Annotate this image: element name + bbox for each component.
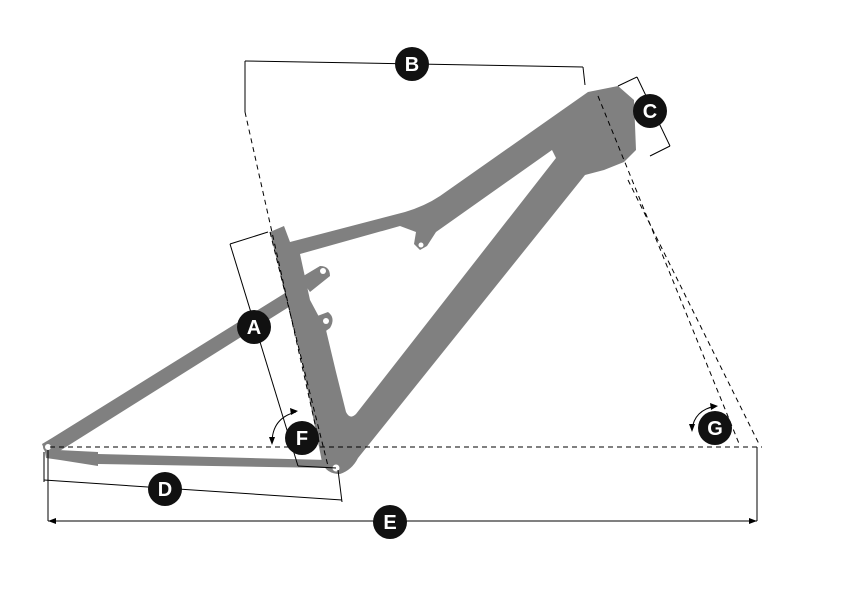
- chain-stay: [44, 446, 98, 466]
- badge-g: G: [698, 411, 732, 445]
- shock-hole-upper: [320, 268, 326, 274]
- dim-a-top-tick: [229, 231, 269, 245]
- dim-d-line: [43, 479, 343, 501]
- dim-g-arrow-top: [710, 403, 718, 410]
- shock-hole-lower: [323, 318, 329, 324]
- badge-e: E: [373, 505, 407, 539]
- chain-stay-rear: [98, 454, 330, 468]
- seat-stay: [42, 290, 300, 454]
- pivot-hole: [418, 242, 424, 248]
- dash-fork-2: [627, 179, 761, 447]
- badge-b: B: [395, 47, 429, 81]
- dim-a-line: [229, 243, 299, 467]
- badge-g-label: G: [707, 418, 723, 440]
- badge-c-label: C: [643, 101, 657, 123]
- badge-d: D: [148, 472, 182, 506]
- badge-d-label: D: [158, 479, 172, 501]
- dim-e-left-arrow: [48, 518, 56, 524]
- badge-c: C: [633, 94, 667, 128]
- dim-e-right-arrow: [749, 518, 757, 524]
- badge-c-circle: [633, 94, 667, 128]
- dimension-lines: [43, 60, 762, 524]
- dim-c-top-tick: [617, 76, 638, 87]
- dim-d-right-tick: [337, 469, 343, 503]
- badge-b-label: B: [405, 54, 419, 76]
- badge-a: A: [237, 310, 271, 344]
- dash-b-down: [244, 111, 321, 447]
- badge-a-label: A: [247, 317, 261, 339]
- badge-b-circle: [395, 47, 429, 81]
- badge-f-circle: [285, 421, 319, 455]
- dim-f-arrow-top: [290, 408, 298, 415]
- dim-f-arrow: [269, 437, 275, 445]
- dash-seat-tube: [269, 231, 329, 467]
- badge-a-circle: [237, 310, 271, 344]
- front-triangle: [270, 86, 636, 474]
- badge-f-label: F: [296, 428, 308, 450]
- dim-g-arrow: [689, 424, 695, 432]
- badge-f: F: [285, 421, 319, 455]
- bike-frame: [42, 86, 636, 474]
- badge-d-circle: [148, 472, 182, 506]
- badge-e-circle: [373, 505, 407, 539]
- dash-fork-1: [597, 95, 741, 447]
- dim-b-right-tick: [582, 66, 586, 86]
- badge-e-label: E: [383, 512, 396, 534]
- dim-c-bottom-tick: [649, 145, 671, 157]
- badge-g-circle: [698, 411, 732, 445]
- dim-a-bottom-tick: [297, 465, 337, 469]
